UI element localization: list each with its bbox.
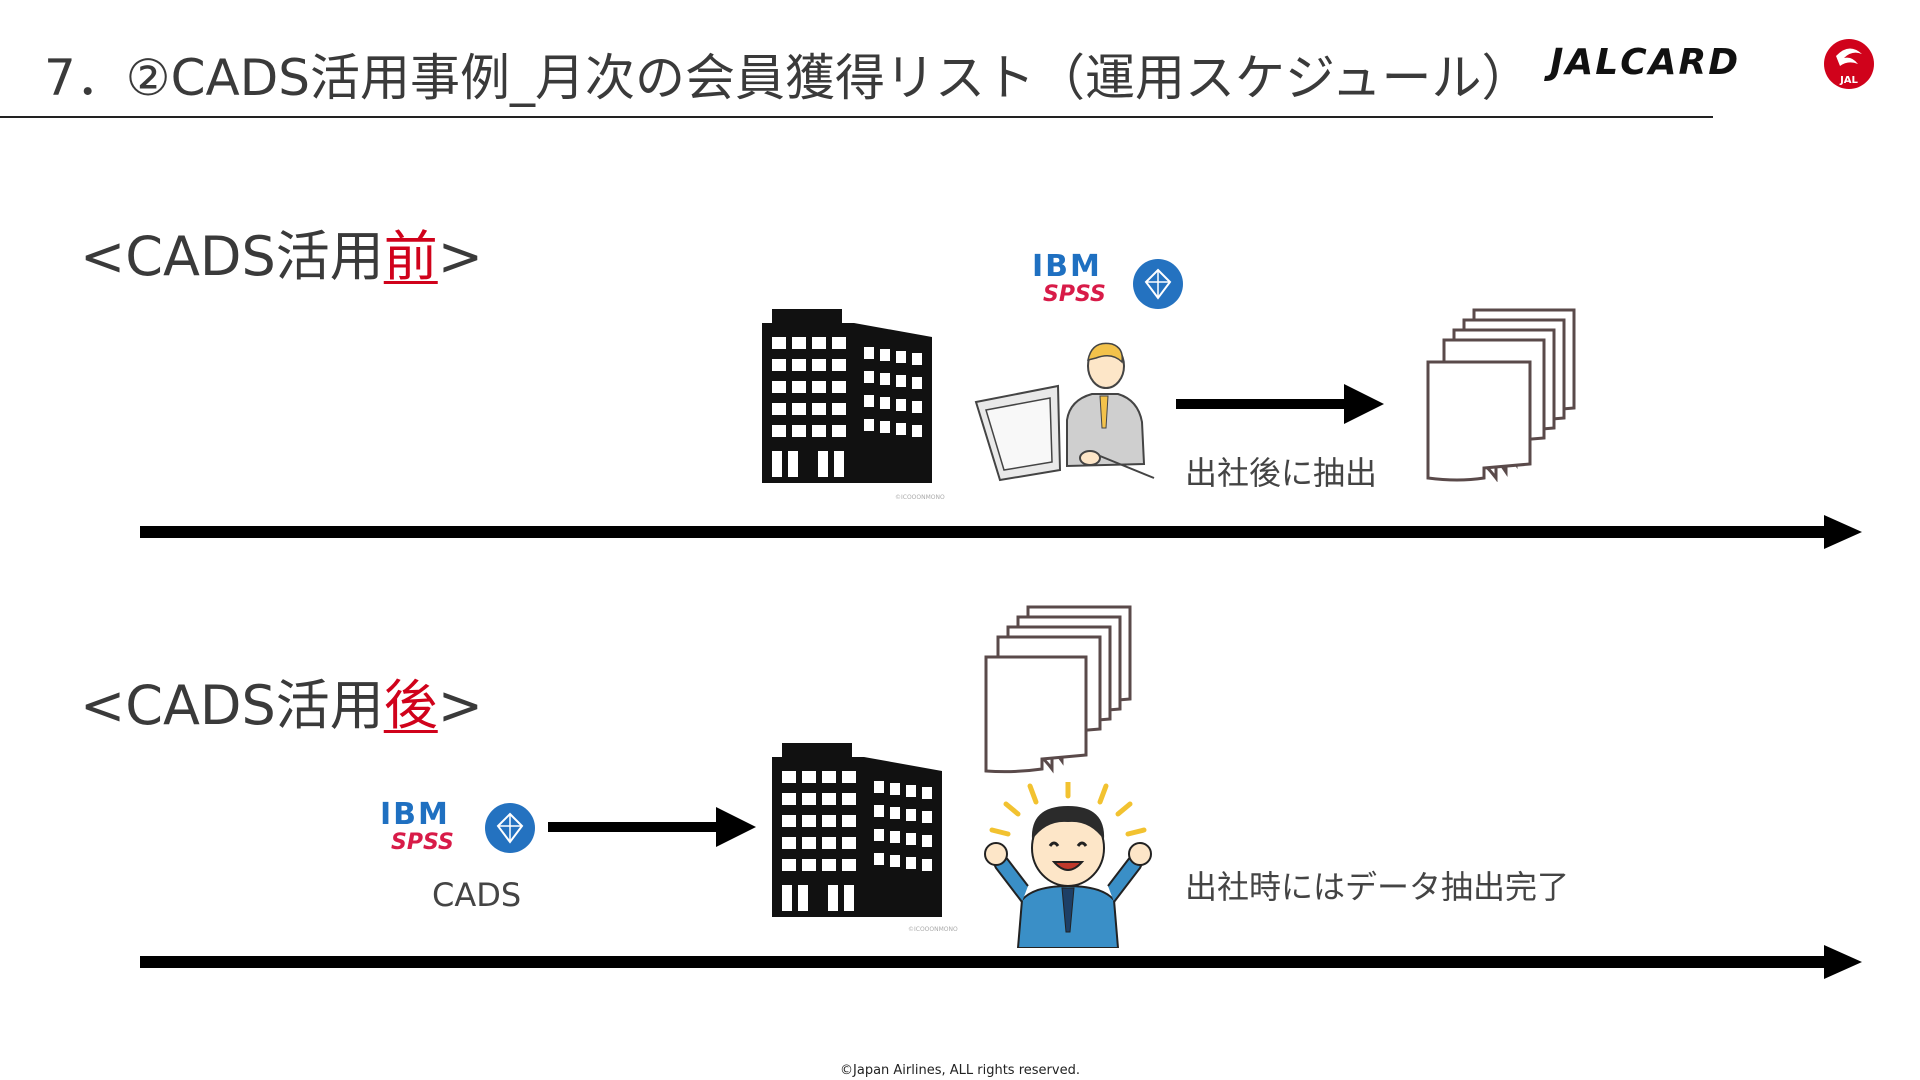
spss-logo: IBM SPSS [1032,252,1202,314]
jal-emblem-text: JAL [1839,75,1858,86]
before-heading-accent: 前 [383,225,438,288]
after-heading-accent: 後 [383,674,438,737]
building-icon [762,309,932,483]
happy-person-icon [984,782,1152,948]
title-divider [0,116,1713,118]
timeline-arrow [140,515,1862,549]
ibm-wordmark: IBM [1032,249,1102,284]
documents-stack-icon [1426,308,1576,482]
ibm-wordmark: IBM [380,797,450,832]
spss-diamond-icon [485,803,535,853]
office-worker-icon [974,342,1155,482]
spss-wordmark: SPSS [1043,282,1106,307]
arrow-icon [548,807,756,847]
building-icon [772,743,942,917]
jalcard-wordmark: JALCARD [1550,42,1741,83]
spss-diamond-icon [1133,259,1183,309]
after-heading: <CADS活用後> [80,661,483,740]
arrow-icon [1176,384,1384,424]
before-heading-prefix: <CADS活用 [80,225,384,288]
copyright-footer: ©Japan Airlines, ALL rights reserved. [840,1063,1080,1078]
timeline-arrow [140,945,1862,979]
before-caption: 出社後に抽出 [1185,454,1378,492]
jalcard-logo: JALCARD JAL [1550,36,1880,96]
page-title: 7．②CADS活用事例_月次の会員獲得リスト（運用スケジュール） [44,49,1532,107]
building-credit: ©ICOOONMONO [895,494,945,501]
spss-label: CADS [432,876,522,914]
spss-wordmark: SPSS [391,830,454,855]
building-credit: ©ICOOONMONO [908,926,958,933]
documents-stack-icon [984,605,1132,774]
after-caption: 出社時にはデータ抽出完了 [1185,868,1570,906]
jal-crane-icon: JAL [1824,39,1874,89]
before-heading-suffix: > [437,225,483,288]
after-heading-suffix: > [437,674,483,737]
after-heading-prefix: <CADS活用 [80,674,384,737]
spss-logo: IBM SPSS [380,800,550,862]
before-heading: <CADS活用前> [80,212,483,291]
